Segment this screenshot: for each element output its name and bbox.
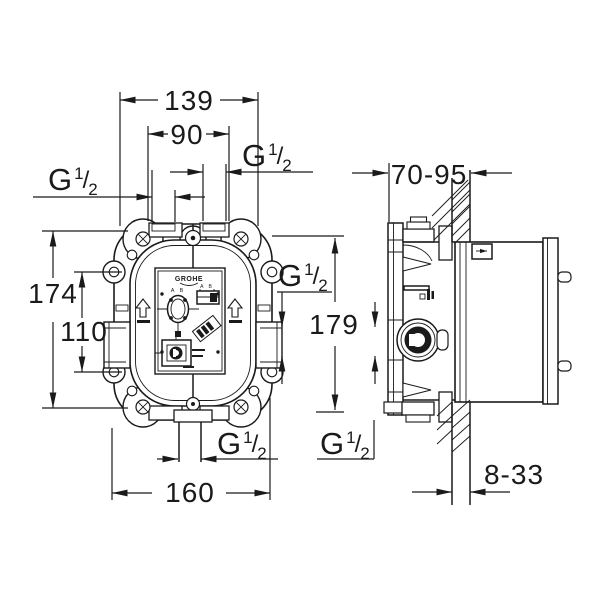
flange-holes [108, 249, 278, 397]
flange-slot-left [115, 304, 129, 312]
label-top-ports: 90 [170, 119, 203, 150]
wall-bracket-top [438, 225, 453, 261]
plate-letters-right: A B [200, 284, 214, 290]
label-side-height: 179 [309, 309, 359, 340]
label-depth-range: 70-95 [391, 159, 468, 190]
side-bottom-port [383, 401, 435, 423]
plate-letters-left: A B [171, 288, 186, 294]
dim-thread-bottom-right [317, 420, 375, 460]
bottom-outlet-pipe [173, 409, 213, 462]
up-arrow-icon-left [134, 298, 152, 323]
dim-bottom-width [111, 398, 271, 500]
dim-top-width [119, 92, 259, 226]
label-top-width: 139 [164, 85, 214, 116]
logo-laurel [179, 282, 199, 286]
side-top-port [402, 216, 435, 243]
rear-plate [542, 237, 572, 405]
dim-depth-range [352, 163, 512, 222]
left-port [103, 321, 131, 369]
instruction-plate: GROHE A B A B [154, 267, 226, 375]
flange-slot-right [257, 304, 271, 312]
side-view [383, 170, 572, 505]
dim-side-height [272, 235, 344, 413]
label-left-height: 174 [28, 278, 78, 309]
wall-section [431, 170, 471, 505]
plate-outlet-diagram [155, 335, 205, 368]
side-outlet-port [396, 318, 449, 362]
dim-left-holes [74, 271, 122, 373]
mounting-screws [135, 229, 249, 415]
right-port [255, 321, 283, 369]
dim-thread-top-right [170, 164, 313, 221]
label-bottom-width: 160 [165, 477, 215, 508]
front-view: GROHE A B A B [102, 218, 284, 462]
front-frame [387, 222, 404, 416]
top-ports [148, 222, 230, 238]
up-arrow-icon-right [226, 298, 244, 323]
label-left-holes: 110 [60, 316, 108, 347]
rough-in-box [454, 241, 544, 403]
wall-hatch [431, 179, 471, 453]
plate-tool-diagram [191, 314, 222, 343]
plate-block-diagram [196, 289, 220, 305]
dim-thread-top-left [33, 170, 205, 222]
dim-thread-middle [277, 291, 379, 384]
plate-cartridge-diagram [157, 294, 199, 337]
label-finish-range: 8-33 [484, 459, 544, 490]
dim-left-height [42, 230, 128, 409]
dimension-lines [33, 92, 512, 500]
brand-logo-text: GROHE [175, 276, 203, 283]
